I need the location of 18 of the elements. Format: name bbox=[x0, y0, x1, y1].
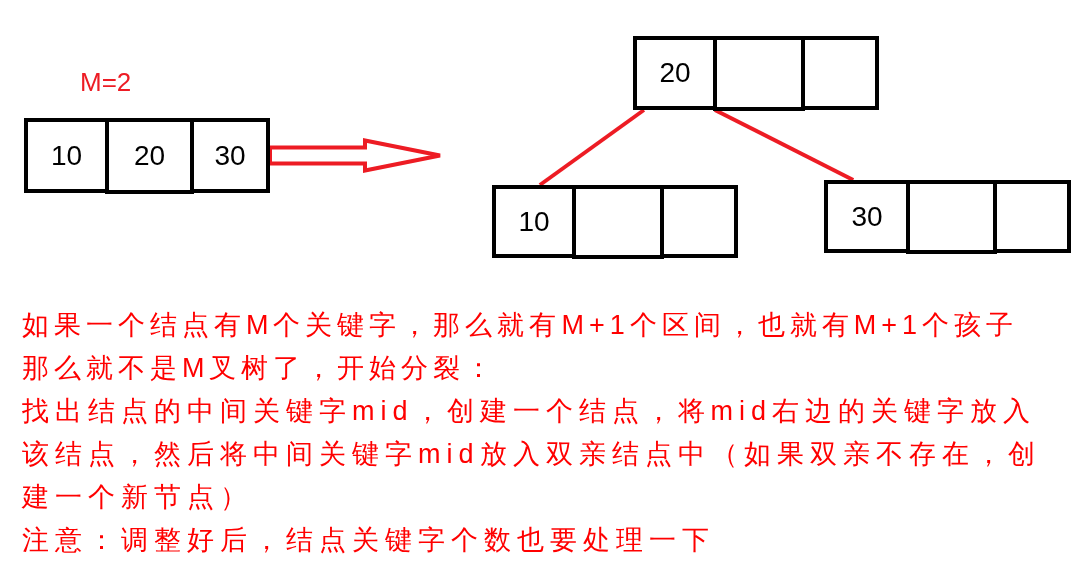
empty-key-cell bbox=[572, 185, 664, 259]
key-number: 30 bbox=[214, 141, 246, 170]
hollow-arrow bbox=[268, 138, 442, 173]
parameter-label: M=2 bbox=[80, 67, 132, 98]
note-text: 那么就不是M叉树了，开始分裂： bbox=[22, 352, 498, 385]
key-number: 10 bbox=[518, 207, 550, 236]
key-cell bbox=[105, 118, 194, 194]
note-text: 注意：调整好后，结点关键字个数也要处理一下 bbox=[22, 524, 715, 557]
key-number: 10 bbox=[50, 141, 83, 170]
empty-key-cell bbox=[713, 36, 805, 111]
note-text: 找出结点的中间关键字mid，创建一个结点，将mid右边的关键字放入该结点，然后将中间关键字mid放入双亲结点中（如果双亲不存在，创建一个新节点） bbox=[22, 395, 1042, 514]
key-number: 20 bbox=[659, 59, 691, 87]
connector-line bbox=[538, 108, 646, 187]
empty-key-cell bbox=[906, 180, 997, 254]
key-number: 30 bbox=[851, 202, 883, 231]
key-number: 20 bbox=[133, 142, 166, 170]
connector-line bbox=[714, 108, 855, 182]
note-text: 如果一个结点有M个关键字，那么就有M+1个区间，也就有M+1个孩子 bbox=[22, 309, 1019, 342]
